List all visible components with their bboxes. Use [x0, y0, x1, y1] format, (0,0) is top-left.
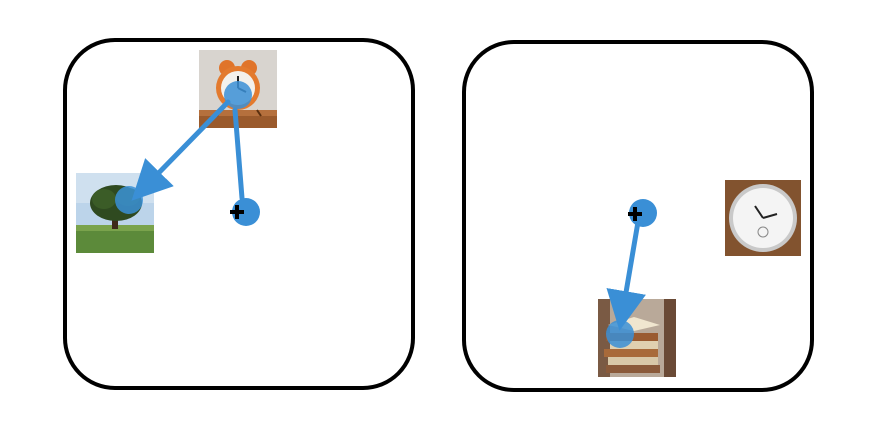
alarm-clock-image[interactable] — [199, 50, 277, 128]
tree-image[interactable] — [76, 173, 154, 253]
wall-clock-image[interactable] — [725, 180, 801, 256]
book-stack-image[interactable] — [598, 299, 676, 377]
